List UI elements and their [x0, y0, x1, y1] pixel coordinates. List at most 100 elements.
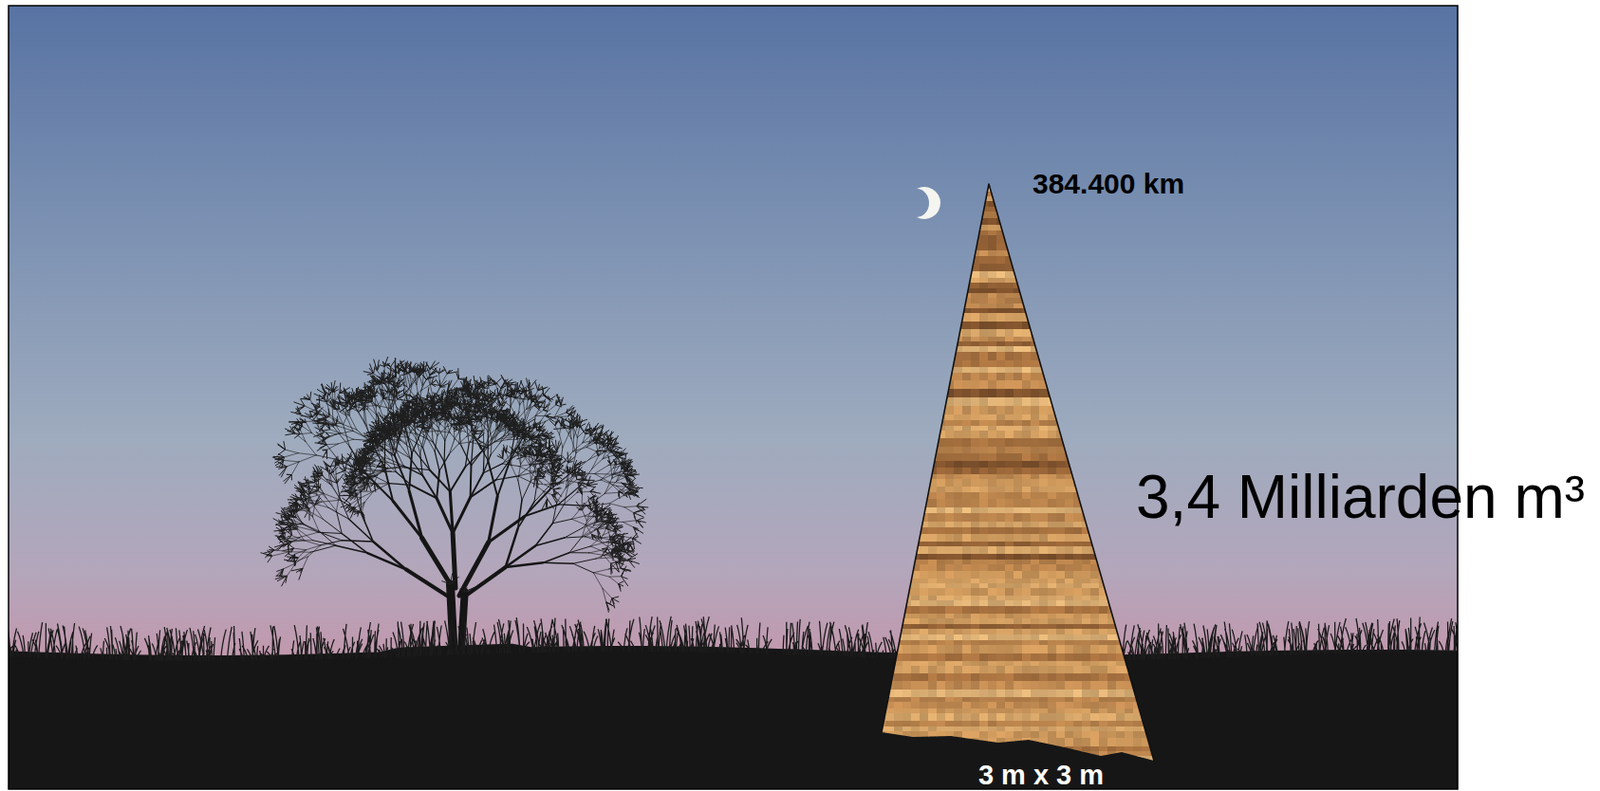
tree-branch [305, 545, 321, 551]
tree-branch [296, 529, 304, 541]
ground [8, 644, 1458, 790]
tree-branch [558, 485, 581, 505]
tree-branch [592, 459, 603, 469]
tree-branch [567, 473, 570, 487]
tree-branch [622, 520, 637, 523]
tree-branch [483, 464, 503, 474]
tree-branch [604, 492, 619, 494]
tree-branch [364, 405, 377, 407]
tree-branch [361, 491, 374, 493]
tree-branch [299, 429, 306, 442]
tree-branch [405, 467, 430, 471]
tree-branch [576, 438, 577, 454]
tree-branch [604, 481, 616, 494]
tree-silhouette [260, 356, 650, 652]
tree-branch [286, 462, 299, 467]
tree-branch [624, 507, 634, 514]
tree-branch [564, 492, 577, 504]
tree-branch [356, 409, 365, 424]
tree-branch [341, 540, 373, 542]
tree-branch [593, 573, 603, 589]
tree-branch [422, 475, 437, 499]
tree-branch [573, 427, 577, 439]
tree-branch [518, 472, 534, 477]
tree-branch [518, 502, 535, 529]
tree-branch [305, 442, 317, 456]
tree-branch [365, 405, 377, 416]
pyramid-outline [881, 184, 1154, 762]
tree-branch [505, 562, 544, 568]
wood-texture [876, 180, 1160, 773]
tree-branch [285, 449, 299, 454]
tree-branch [565, 476, 573, 488]
tree-branch [304, 540, 321, 546]
tree-branch [376, 405, 392, 410]
tree-branch [603, 555, 612, 564]
tree-branch [452, 497, 471, 534]
tree-branch [388, 463, 406, 468]
tree-branch [511, 465, 519, 482]
tree-branch [409, 491, 423, 540]
tree-branch [554, 405, 561, 418]
tree-branch [518, 465, 521, 482]
tree-branch [283, 460, 299, 463]
tree-branch [593, 573, 610, 577]
tree-branch [589, 550, 604, 554]
tree-branch [321, 500, 341, 503]
tree-branch [420, 453, 424, 476]
tree-branch [471, 448, 485, 466]
tree-branch [308, 511, 324, 521]
tree-branch [337, 426, 354, 431]
tree-branch [555, 426, 560, 436]
photo [8, 5, 1458, 790]
base-dimension-label: 3 m x 3 m [978, 762, 1104, 790]
tree-branch [576, 443, 590, 454]
tree-branch [312, 517, 319, 532]
tree-branch [444, 441, 447, 463]
tree-branch [449, 440, 455, 455]
tree-branch [382, 451, 390, 461]
tree-branch [458, 429, 462, 447]
tree-branch [346, 415, 354, 431]
tree-branch [461, 446, 471, 466]
photo-border [8, 5, 1458, 790]
tree-branch [471, 440, 474, 466]
tree-branch [341, 534, 368, 555]
tree-branch [332, 485, 341, 501]
tree-branch [432, 442, 445, 463]
tree-branch [594, 465, 609, 475]
tree-branch [449, 466, 466, 492]
tree-branch [497, 424, 504, 429]
tree-branch [491, 428, 498, 440]
tree-branch [446, 421, 450, 434]
tree-branch [299, 532, 318, 538]
tree-branch [602, 588, 607, 603]
tree-twigs [260, 356, 650, 614]
tree-branch [500, 432, 506, 444]
tree-branch [387, 467, 406, 469]
tree-branch [586, 447, 596, 452]
grass-silhouette [8, 616, 1458, 790]
tree-branch [400, 440, 416, 452]
tree-branch [434, 451, 440, 472]
tree-branch [593, 569, 610, 574]
tree-branch [364, 409, 367, 426]
tree-branch [408, 436, 416, 452]
tree-branch [328, 507, 350, 520]
tree-branch [486, 418, 489, 428]
tree-branch [521, 481, 531, 501]
tree-branch [389, 483, 411, 486]
tree-branch [564, 528, 583, 539]
tree-branch [297, 453, 317, 456]
tree-branch [320, 540, 343, 546]
tree-branch [408, 373, 417, 386]
tree-branch [283, 453, 298, 458]
tree-branch [305, 423, 312, 434]
tree-branch [444, 462, 450, 493]
volume-label: 3,4 Milliarden m³ [1135, 466, 1585, 528]
tree-branch [490, 443, 501, 455]
tree-branch [294, 512, 303, 524]
tree-branch [395, 472, 411, 486]
